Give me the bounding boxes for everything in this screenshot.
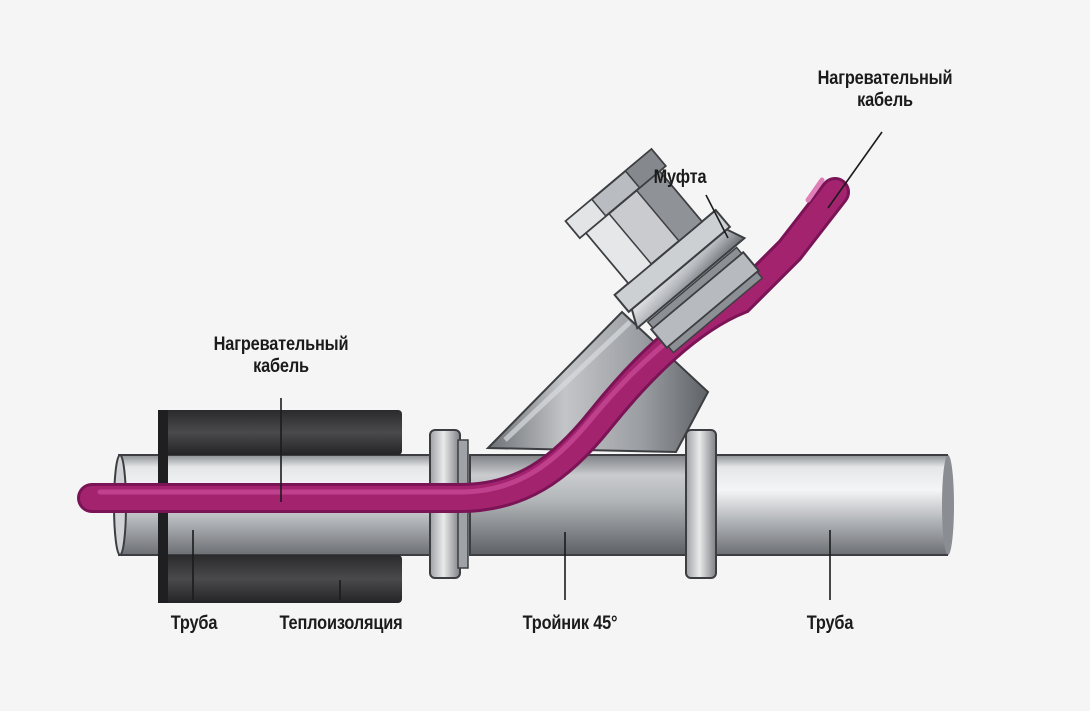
leader-cable-top [827, 131, 883, 209]
coupling [564, 147, 764, 354]
label-heating-cable-left-line1: Нагревательный [213, 334, 349, 355]
label-insulation: Теплоизоляция [258, 613, 423, 635]
label-pipe-left-text: Труба [170, 613, 218, 634]
label-insulation-text: Теплоизоляция [279, 613, 403, 634]
label-coupling-text: Муфта [653, 167, 707, 188]
label-coupling: Муфта [628, 167, 731, 189]
right-pipe [700, 454, 954, 556]
label-pipe-left: Труба [154, 613, 233, 635]
right-flange [685, 429, 717, 579]
label-pipe-right: Труба [790, 613, 869, 635]
label-tee-45-text: Тройник 45° [522, 613, 618, 634]
label-heating-cable-left: Нагревательный кабель [191, 334, 372, 378]
label-tee-45: Тройник 45° [506, 613, 635, 635]
leader-coupling [705, 194, 729, 239]
label-heating-cable-top-line1: Нагревательный [817, 68, 953, 89]
label-pipe-right-text: Труба [806, 613, 854, 634]
label-heating-cable-top: Нагревательный кабель [795, 68, 976, 112]
leader-lines [192, 131, 883, 600]
label-heating-cable-top-line2: кабель [857, 90, 913, 111]
label-heating-cable-left-line2: кабель [253, 356, 309, 377]
